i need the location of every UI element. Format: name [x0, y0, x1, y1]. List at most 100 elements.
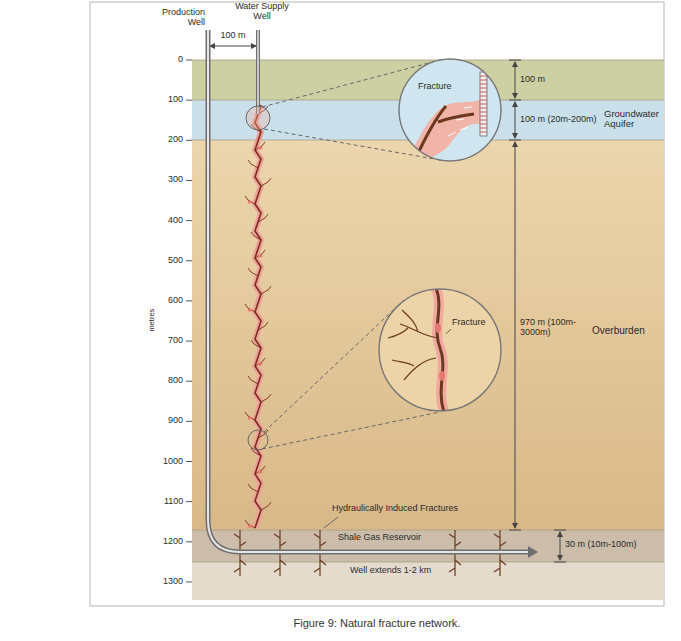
axis-number: 300 [168, 175, 183, 185]
inset-illustration [379, 289, 501, 411]
fracture [251, 340, 261, 348]
layer-name: Groundwater Aquifer [604, 109, 662, 130]
dimension-line [210, 46, 256, 47]
inset-circle: Fracture [378, 288, 502, 412]
axis-tick [186, 381, 192, 382]
axis-tick [186, 260, 192, 261]
fracture [261, 502, 271, 510]
axis-tick [186, 60, 192, 582]
dimension-line [515, 102, 516, 138]
well [208, 30, 528, 552]
inset-illustration [388, 310, 438, 380]
layer-name: Overburden [592, 325, 645, 336]
dimension-line [509, 60, 566, 562]
well [257, 30, 259, 114]
fracture [245, 196, 255, 204]
feature-label: Well extends 1-2 km [350, 566, 431, 576]
inset-illustration [378, 288, 502, 412]
fracture [258, 471, 263, 474]
well [208, 30, 528, 552]
fracture [255, 105, 261, 528]
axis-tick [186, 541, 192, 542]
well [208, 30, 538, 558]
fracture [245, 304, 255, 312]
rock-layer [192, 140, 664, 530]
inset-illustration [398, 58, 502, 162]
dimension-label: 970 m (100m-3000m) [520, 318, 584, 338]
magnifier-line [324, 517, 338, 528]
inset-illustration [435, 323, 441, 333]
axis-number: 600 [168, 296, 183, 306]
axis-tick [186, 581, 192, 582]
axis-number: 1300 [163, 577, 183, 587]
figure-caption: Figure 9: Natural fracture network. [294, 617, 461, 629]
inset-illustration [480, 76, 487, 132]
dimension-line [515, 62, 516, 98]
axis-number: 0 [178, 55, 183, 65]
dimension-line [210, 46, 566, 562]
axis-tick [186, 60, 192, 61]
rock-layer [192, 60, 664, 562]
fracture [248, 268, 258, 276]
dimension-line [560, 532, 561, 560]
axis-tick [186, 220, 192, 221]
callout-label: Fracture [452, 318, 486, 328]
figure-frame [90, 2, 664, 606]
axis-number: 800 [168, 376, 183, 386]
dimension-label: 100 m (20m-200m) [520, 115, 597, 125]
well-label: Water Supply Well [230, 2, 294, 22]
dimension-label: 100 m [221, 31, 246, 41]
rock-layer [192, 562, 664, 600]
dimension-label: 30 m (10m-100m) [565, 540, 637, 550]
axis-tick [186, 461, 192, 462]
axis-tick [186, 100, 192, 101]
inset-illustration [448, 107, 472, 136]
axis-number: 200 [168, 135, 183, 145]
rock-layer [192, 530, 664, 562]
fracture [261, 178, 271, 186]
axis-number: 1000 [163, 457, 183, 467]
fracture [245, 412, 255, 420]
fracture [261, 286, 271, 294]
inset-illustration [446, 329, 451, 334]
fracture [245, 105, 271, 528]
fracture [258, 322, 268, 330]
fracture [251, 232, 261, 240]
inset-illustration [480, 72, 487, 136]
fracture [261, 394, 271, 402]
well-label: Production Well [153, 8, 205, 28]
axis-tick [186, 341, 192, 342]
inset-illustration [408, 72, 487, 162]
fracture [258, 255, 263, 258]
callout-label: Fracture [418, 82, 452, 92]
fracture [255, 466, 265, 474]
inset-illustration [436, 288, 444, 412]
fracture [248, 376, 258, 384]
well [528, 546, 538, 558]
magnifier-line [248, 430, 268, 450]
axis-number: 1200 [163, 537, 183, 547]
axis-number: 1100 [164, 497, 183, 507]
inset-circle: Fracture [398, 58, 502, 162]
axis-tick [186, 300, 192, 301]
fracture [255, 105, 261, 528]
fracture [255, 358, 265, 366]
layer-name: Shale Gas Reservoir [338, 533, 421, 543]
inset-illustration [439, 371, 445, 381]
fracture [248, 525, 253, 528]
inset-illustration [399, 59, 501, 161]
axis-number: 900 [168, 416, 183, 426]
dimension-label: 100 m [520, 75, 545, 85]
fracture [248, 309, 253, 312]
axis-tick [186, 140, 192, 141]
axis-number: 500 [168, 256, 183, 266]
axis-tick [186, 180, 192, 181]
fracture [248, 201, 253, 204]
fracture [248, 417, 253, 420]
inset-illustration [436, 288, 444, 412]
well [256, 30, 260, 114]
rock-layer [192, 60, 664, 600]
fracture [248, 484, 258, 492]
fracture [255, 142, 265, 150]
